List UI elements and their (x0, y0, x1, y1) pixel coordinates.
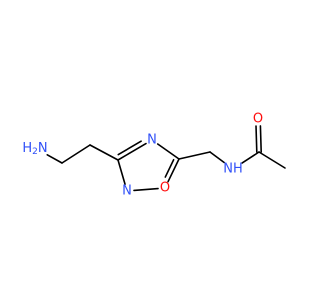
bond-o1-n2 (133, 187, 159, 192)
molecule-structure: H2N N O N NH O (22, 112, 286, 199)
atom-label-n_amine: H2N (22, 141, 47, 158)
bond-n_amide-c_carbonyl (241, 151, 260, 164)
atom-labels-layer: H2N N O N NH O (22, 112, 263, 199)
bonds-layer (46, 125, 286, 192)
bond-c3-n4 (117, 142, 147, 161)
bond-c_carbonyl-o_carbonyl (255, 125, 258, 153)
atom-label-o_carbonyl: O (253, 112, 263, 127)
bond-ch2-n_amide (209, 151, 225, 164)
bond-c1-c2 (61, 144, 91, 164)
bond-c5-o1-second (164, 158, 175, 178)
atom-label-n2: N (122, 184, 132, 199)
bond-n4-c5 (156, 143, 180, 160)
bond-c5-ch2 (178, 151, 211, 160)
bond-c_carbonyl-o_carbonyl-second (259, 125, 262, 153)
atom-label-n4: N (147, 133, 157, 148)
atom-label-n_amide: NH (223, 162, 243, 177)
bond-n2-c3 (117, 159, 126, 186)
bond-n_amine-c1 (46, 153, 63, 164)
atom-label-o1: O (160, 181, 170, 196)
bond-c3-n4-second (117, 140, 142, 156)
bond-c_carbonyl-c_methyl (258, 151, 286, 169)
bond-c2-c3 (89, 144, 119, 161)
bond-c5-o1 (167, 158, 180, 183)
